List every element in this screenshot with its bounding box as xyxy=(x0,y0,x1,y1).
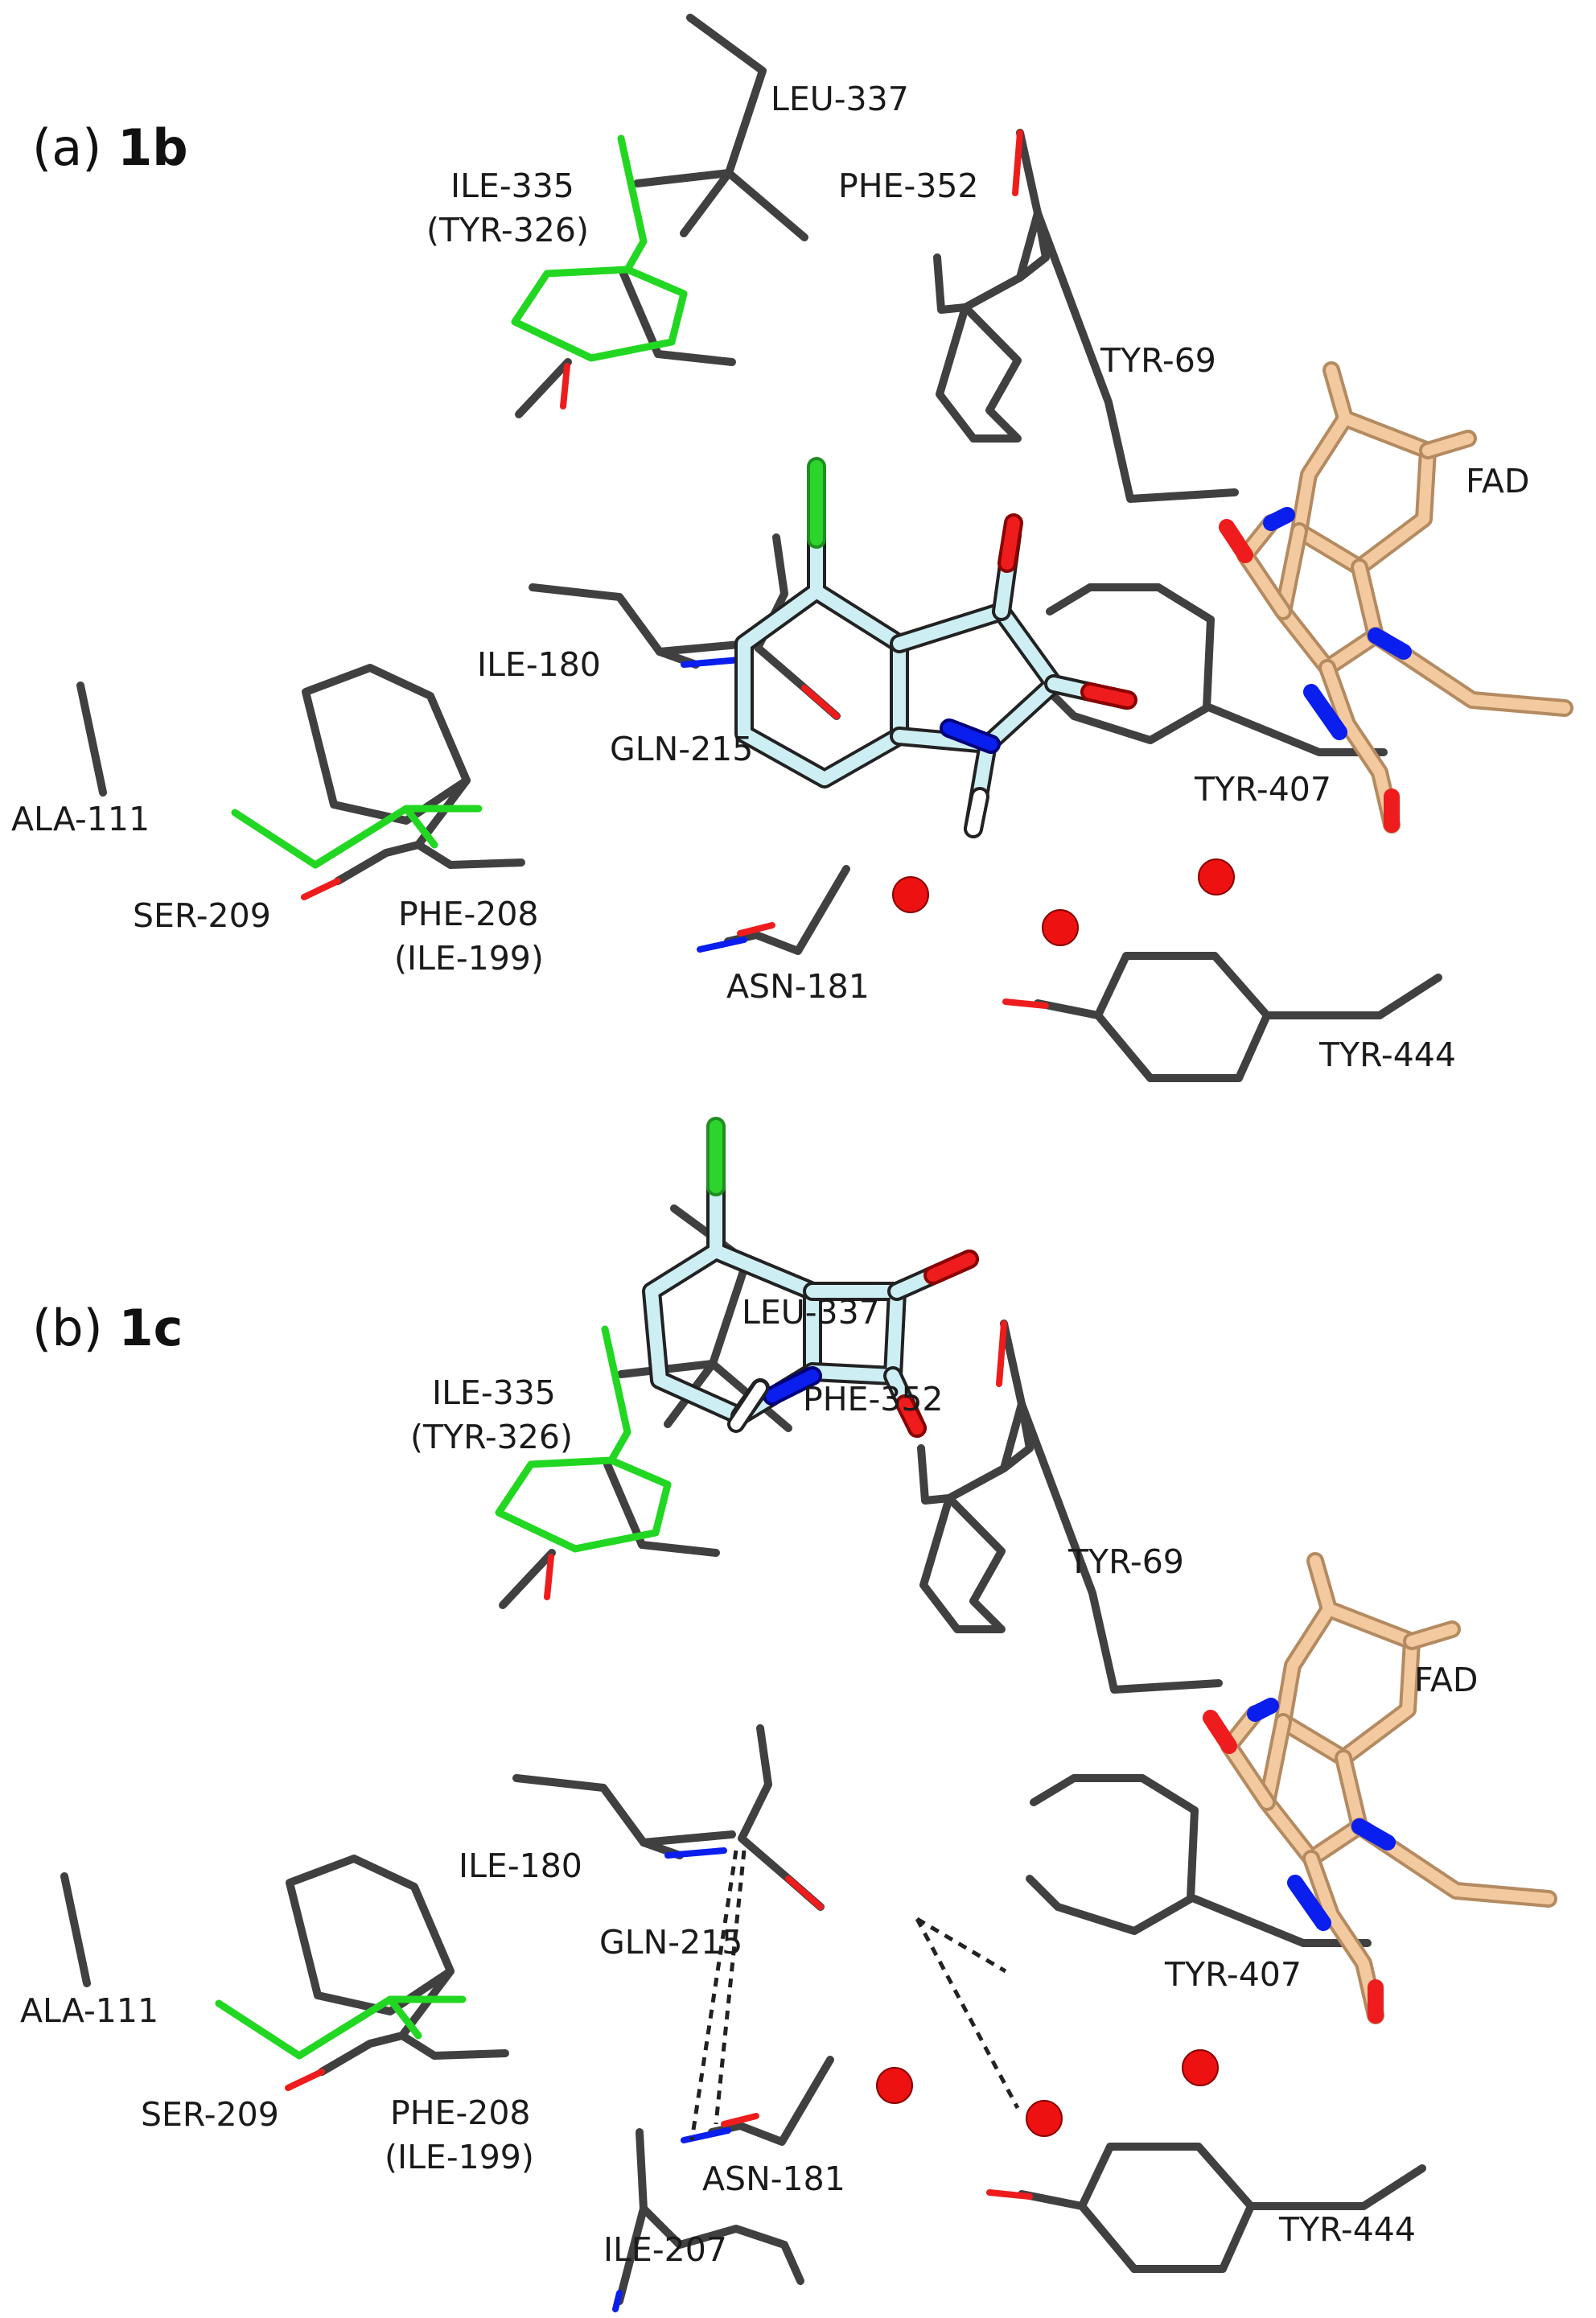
label-b-phe352: PHE-352 xyxy=(803,1380,944,1418)
label-ile335: ILE-335 xyxy=(450,167,574,205)
panel-b-title: (b) 1c xyxy=(32,1299,183,1357)
residue-ile207 xyxy=(612,2128,804,2312)
label-tyr407: TYR-407 xyxy=(1194,770,1331,809)
panel-a: (a) 1b LEU-337 ILE-335 (TYR-326) PHE-352… xyxy=(11,18,1565,1078)
panel-a-title: (a) 1b xyxy=(32,118,188,177)
label-fad: FAD xyxy=(1466,462,1529,500)
label-phe352: PHE-352 xyxy=(838,167,979,205)
label-b-ser209: SER-209 xyxy=(141,2095,279,2134)
label-b-ile180: ILE-180 xyxy=(459,1847,582,1885)
label-b-ile199: (ILE-199) xyxy=(385,2138,534,2176)
label-ile180: ILE-180 xyxy=(477,645,601,684)
label-b-leu337: LEU-337 xyxy=(742,1293,880,1332)
label-b-tyr407: TYR-407 xyxy=(1164,1955,1302,1994)
label-phe208: PHE-208 xyxy=(398,895,539,933)
hydrogen-bonds xyxy=(689,1850,1020,2141)
label-b-fad: FAD xyxy=(1414,1661,1478,1699)
label-ile199: (ILE-199) xyxy=(394,939,544,978)
label-ser209: SER-209 xyxy=(133,896,271,935)
label-b-gln215: GLN-215 xyxy=(599,1923,742,1962)
label-asn181: ASN-181 xyxy=(726,967,870,1006)
label-b-asn181: ASN-181 xyxy=(702,2159,845,2198)
label-b-tyr69: TYR-69 xyxy=(1067,1542,1184,1581)
label-tyr69: TYR-69 xyxy=(1100,341,1216,380)
panel-b: (b) 1c LEU-337 ILE-335 (TYR-326) PHE-352… xyxy=(20,1126,1549,2312)
label-b-ile207: ILE-207 xyxy=(603,2230,727,2269)
label-b-tyr444: TYR-444 xyxy=(1278,2210,1416,2249)
label-ala111: ALA-111 xyxy=(11,800,150,838)
label-b-ala111: ALA-111 xyxy=(20,1991,158,2030)
label-tyr444: TYR-444 xyxy=(1318,1035,1456,1074)
label-tyr326: (TYR-326) xyxy=(426,211,589,249)
label-gln215: GLN-215 xyxy=(610,730,753,768)
label-b-tyr326: (TYR-326) xyxy=(410,1418,573,1456)
label-b-phe208: PHE-208 xyxy=(390,2094,531,2132)
label-leu337: LEU-337 xyxy=(771,80,909,118)
label-b-ile335: ILE-335 xyxy=(432,1373,556,1412)
panel-a-ligand xyxy=(744,467,1128,829)
